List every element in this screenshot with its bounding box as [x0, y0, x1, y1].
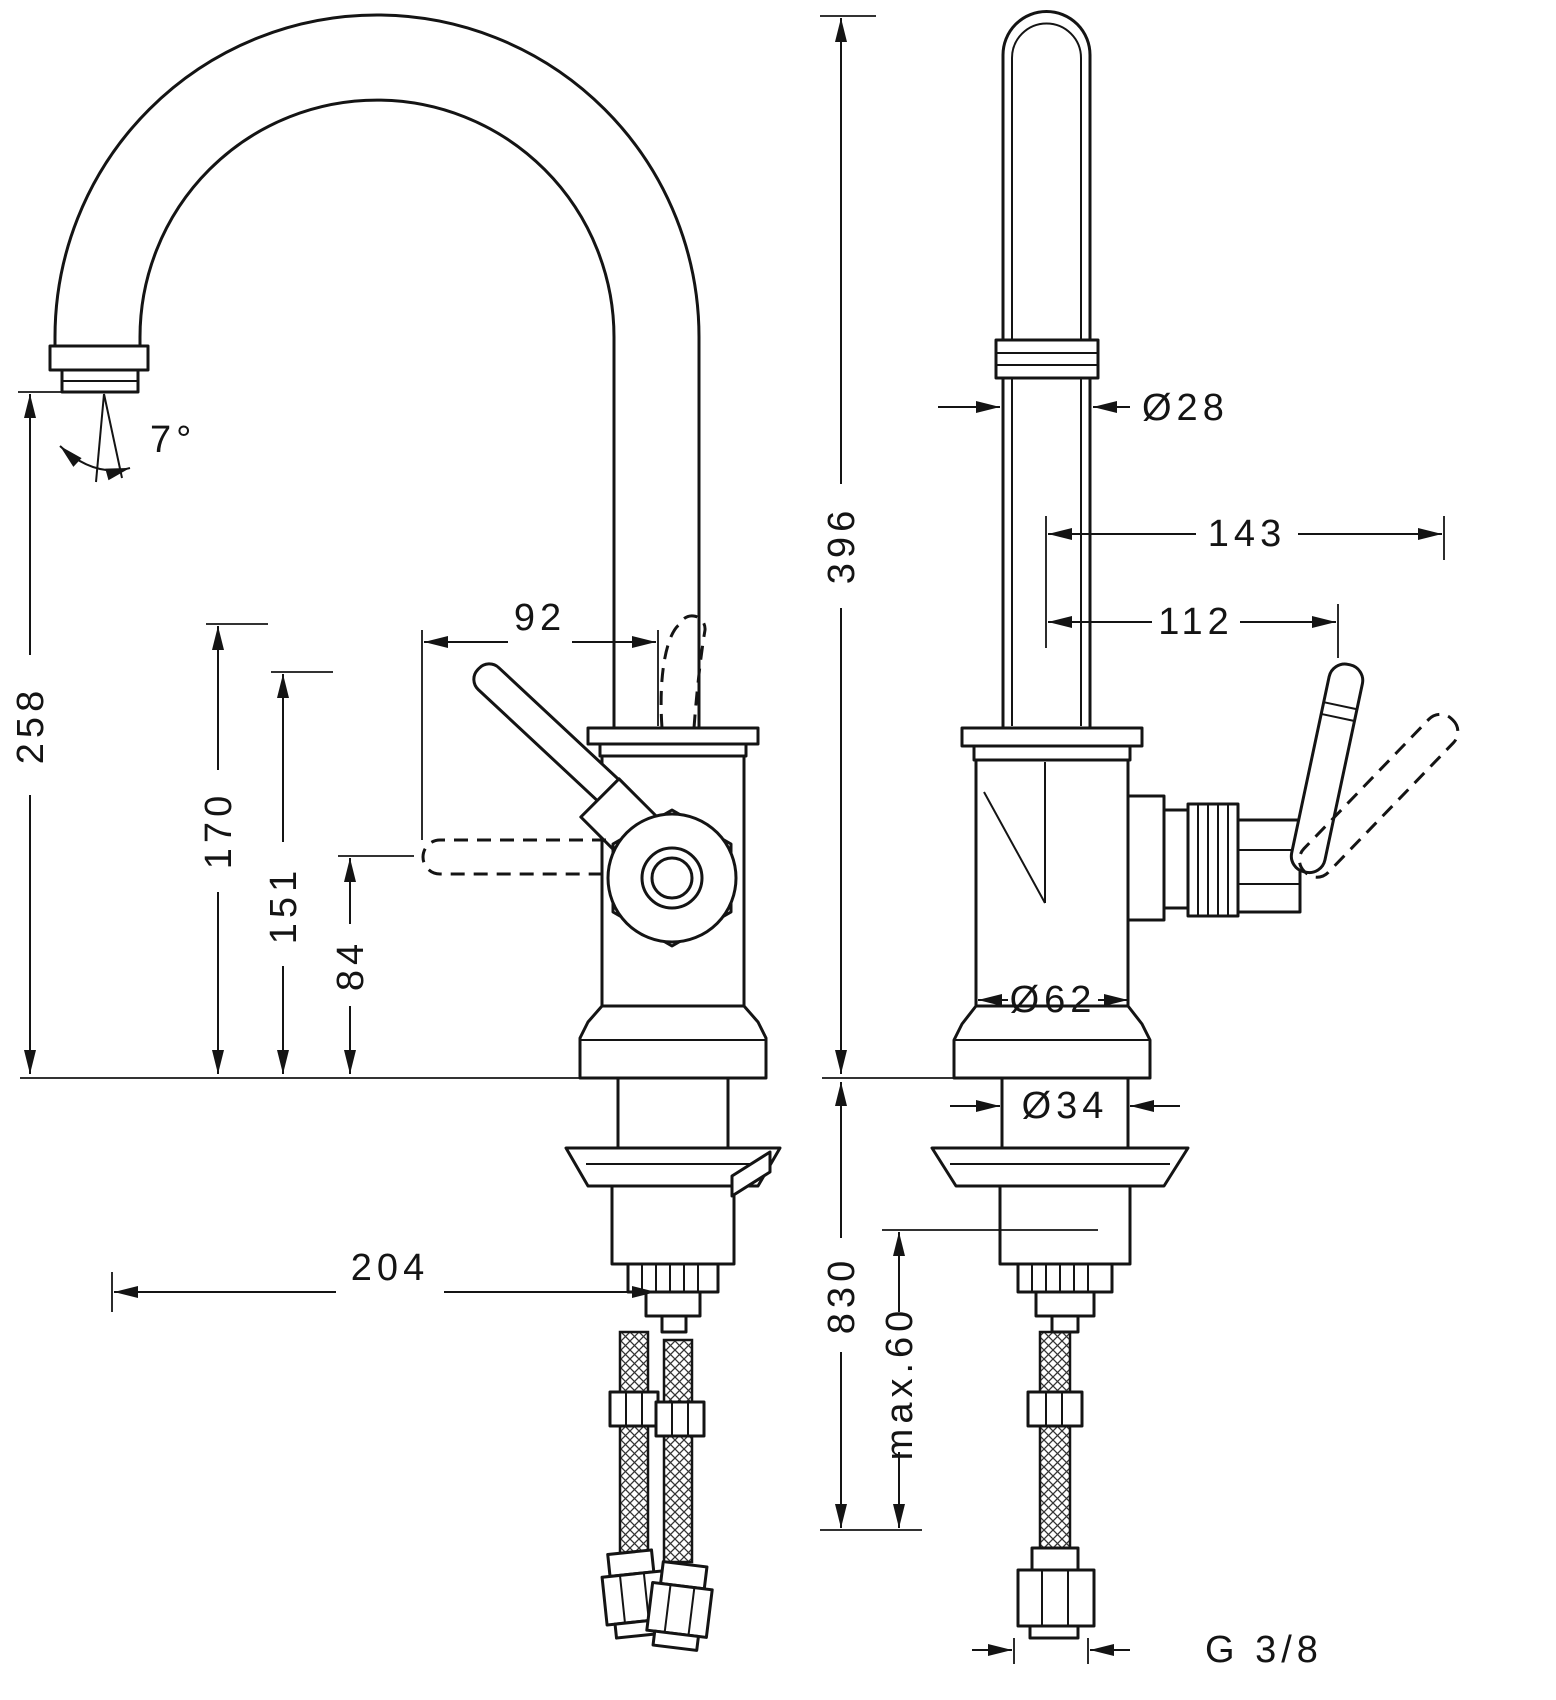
handle-lever-right-dashed [1297, 712, 1460, 879]
handle-dashed-horizontal [421, 838, 606, 876]
dim-max60: max.60 [879, 1229, 1098, 1528]
valve-outlet-right [1126, 794, 1302, 922]
dim-dia62: Ø62 [978, 979, 1128, 1021]
dim-396-label: 396 [821, 506, 863, 584]
handle-lever-right [1289, 662, 1365, 875]
dim-151: 151 [263, 671, 333, 1074]
right-view [930, 10, 1460, 1640]
spout-tube [53, 13, 701, 730]
dim-204: 204 [111, 1247, 656, 1312]
dim-dia34: Ø34 [950, 1085, 1180, 1127]
dimensions-right: Ø28 396 143 112 Ø62 [820, 15, 1445, 1671]
supply-hose-right [1038, 1330, 1072, 1558]
dim-151-label: 151 [263, 866, 305, 944]
dim-170: 170 [198, 623, 268, 1074]
mounting-left [564, 1076, 782, 1652]
dim-dia28-label: Ø28 [1142, 387, 1229, 429]
dim-258: 258 [10, 391, 580, 1079]
dimensions-left: 7° 258 170 151 84 [10, 391, 659, 1312]
dim-84: 84 [330, 855, 414, 1074]
dim-204-label: 204 [351, 1247, 429, 1289]
valve-hex-assembly [606, 808, 738, 948]
dim-max60-label: max.60 [879, 1306, 921, 1461]
dim-143: 143 [1045, 513, 1445, 648]
dim-92-label: 92 [514, 597, 566, 639]
dim-170-label: 170 [198, 791, 240, 869]
spout-pipe-inner [1011, 22, 1082, 726]
dim-84-label: 84 [330, 939, 372, 991]
dim-angle-label: 7° [150, 419, 196, 461]
handle-dashed-up [659, 614, 707, 729]
dim-143-label: 143 [1208, 513, 1286, 555]
hose-end-nut-2 [645, 1560, 714, 1652]
dim-angle-7: 7° [150, 419, 196, 461]
hose-end-nut-right [1016, 1546, 1096, 1640]
pipe-collar [994, 338, 1100, 380]
supply-hose-1 [618, 1330, 650, 1560]
dim-112-label: 112 [1158, 601, 1234, 643]
spray-angle-indicator [59, 393, 131, 483]
dim-830-label: 830 [821, 1256, 863, 1334]
dim-dia34-label: Ø34 [1022, 1085, 1109, 1127]
dim-thread-g38: G 3/8 [972, 1629, 1323, 1671]
dim-830: 830 [820, 1082, 922, 1531]
dim-thread-label: G 3/8 [1205, 1629, 1323, 1671]
left-view [48, 13, 782, 1652]
dim-258-label: 258 [10, 686, 52, 764]
mounting-right [930, 1076, 1190, 1640]
dim-dia62-label: Ø62 [1010, 979, 1097, 1021]
dim-dia28: Ø28 [938, 387, 1229, 429]
faucet-body-right [952, 726, 1152, 1080]
dim-396: 396 [820, 15, 954, 1079]
spout-outlet [48, 344, 150, 394]
dim-112: 112 [1048, 601, 1339, 658]
dim-92: 92 [421, 597, 659, 840]
supply-hose-2 [662, 1338, 694, 1564]
